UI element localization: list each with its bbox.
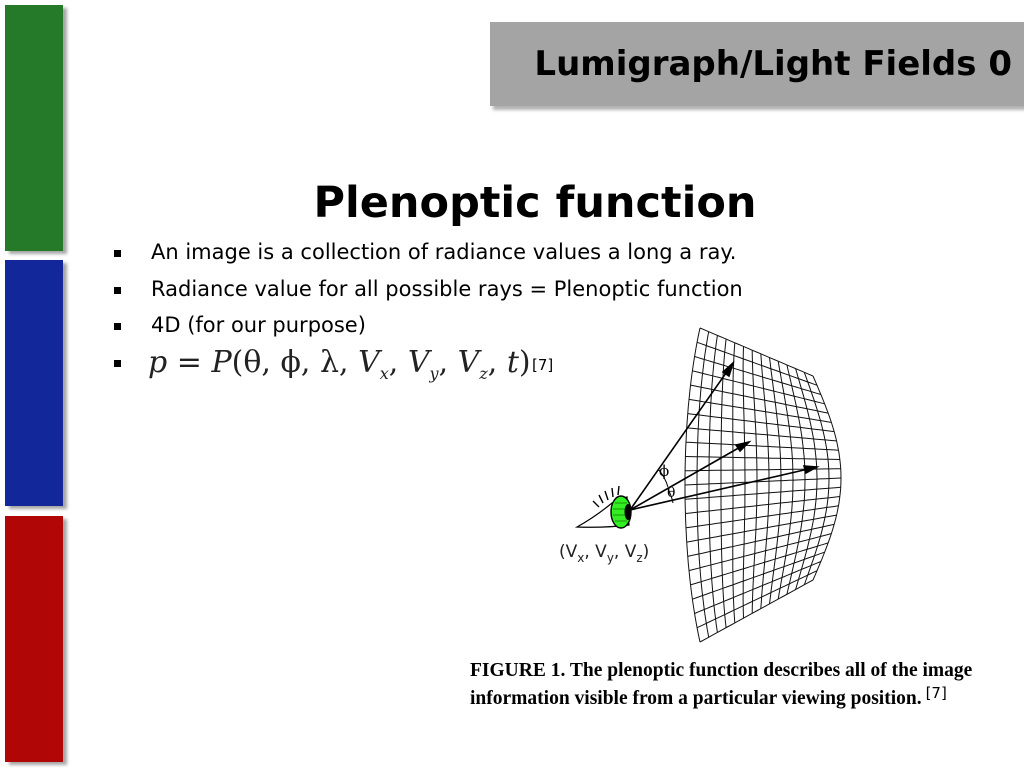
theta-label: θ [667, 485, 675, 501]
accent-bar-blue [5, 260, 63, 506]
formula-p: p [148, 345, 168, 380]
grid-line [685, 456, 840, 460]
bullet-square-icon [114, 323, 121, 330]
formula-args: (θ, ϕ, λ, [231, 345, 359, 380]
grid-line [685, 441, 839, 451]
bullet-text: 4D (for our purpose) [151, 313, 366, 337]
caption-text: FIGURE 1. The plenoptic function describ… [470, 660, 973, 709]
slide-title: Lumigraph/Light Fields 0 [534, 44, 1012, 84]
grid-line [686, 427, 837, 442]
grid-line [684, 477, 842, 486]
accent-bar-green [5, 5, 63, 251]
bullet-square-icon [114, 359, 121, 367]
figure-caption: FIGURE 1. The plenoptic function describ… [470, 660, 1000, 710]
formula-vx: V [358, 345, 380, 380]
grid-line [690, 542, 829, 586]
formula-eq: = [167, 345, 212, 380]
formula-fn: P [211, 345, 232, 380]
formula-sub-z: z [479, 364, 488, 383]
formula-sub-x: x [379, 364, 389, 383]
formula-sep: , [487, 345, 507, 380]
bullet-text: An image is a collection of radiance val… [151, 240, 737, 264]
formula-sep: , [438, 345, 458, 380]
grid-line [694, 561, 822, 614]
grid-line [688, 398, 832, 423]
grid-line [685, 505, 839, 529]
plenoptic-formula: p = P(θ, ϕ, λ, Vx, Vy, Vz, t) [148, 345, 531, 383]
section-heading: Plenoptic function [313, 178, 757, 228]
grid-line [685, 486, 841, 500]
phi-label: ϕ [659, 462, 669, 480]
grid-line [696, 341, 818, 386]
formula-vy: V [407, 345, 430, 380]
bullet-square-icon [114, 286, 121, 294]
grid-line [699, 579, 814, 643]
grid-line [688, 533, 832, 572]
grid-line [685, 496, 840, 514]
grid-line [696, 570, 818, 629]
formula-sep: , [388, 345, 408, 380]
grid-line [685, 468, 841, 472]
grid-line [687, 413, 835, 433]
title-box: Lumigraph/Light Fields 0 [490, 22, 1024, 106]
viewing-surface-grid [684, 327, 842, 643]
grid-line [686, 514, 837, 543]
formula-close: ) [518, 345, 531, 380]
theta-arc [667, 488, 674, 504]
plenoptic-figure: ϕ θ (Vx, Vy, Vz) [559, 327, 842, 643]
formula-vz: V [457, 345, 480, 380]
rays [629, 360, 820, 511]
grid-line [694, 356, 822, 395]
bullet-square-icon [114, 250, 121, 257]
formula-sub-y: y [429, 364, 439, 383]
grid-line [687, 523, 835, 557]
phi-arc [657, 468, 669, 488]
accent-bar-red [5, 516, 63, 762]
caption-citation: [7] [925, 684, 947, 702]
viewpoint-label: (Vx, Vy, Vz) [559, 542, 649, 565]
bullet-text: Radiance value for all possible rays = P… [151, 276, 743, 301]
formula-t: t [506, 345, 519, 380]
eye-icon [574, 485, 632, 529]
grid-line [699, 327, 814, 377]
grid-line [692, 370, 825, 405]
grid-line [692, 551, 825, 600]
formula-citation: [7] [532, 356, 554, 374]
